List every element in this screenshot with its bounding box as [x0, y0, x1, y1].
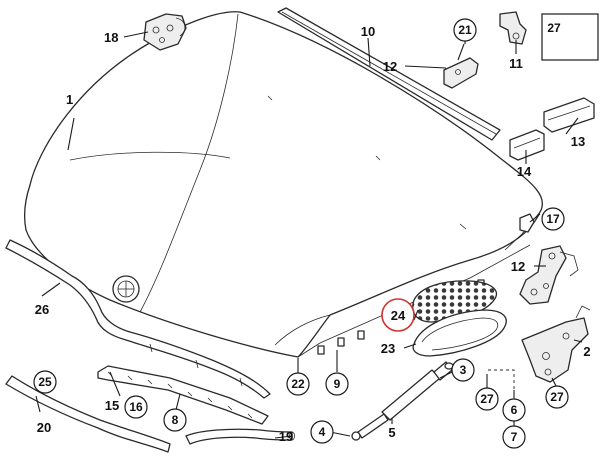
circled-callouts: 21 17 22 9 3 4 25 16 8 27 6 7 27	[33, 18, 569, 449]
callout-26[interactable]: 26	[35, 302, 49, 317]
grille-frame-part-23[interactable]	[412, 309, 507, 357]
callout-15[interactable]: 15	[105, 398, 119, 413]
callout-27-left[interactable]: 27	[480, 392, 494, 406]
callout-16[interactable]: 16	[129, 400, 143, 414]
hook-part-11[interactable]	[499, 11, 527, 45]
callout-9[interactable]: 9	[334, 377, 341, 391]
callout-1[interactable]: 1	[66, 92, 73, 107]
hood-hinge-part-12[interactable]	[519, 245, 579, 305]
seal-strip-part-10[interactable]	[277, 7, 501, 141]
callout-17[interactable]: 17	[546, 212, 560, 226]
seal-part-26[interactable]	[5, 239, 271, 399]
lock-bracket-part-18[interactable]	[143, 13, 187, 51]
callout-23[interactable]: 23	[381, 341, 395, 356]
callout-12-hinge[interactable]: 12	[511, 259, 525, 274]
highlighted-callout-24: 24	[381, 298, 415, 332]
callout-7[interactable]: 7	[511, 430, 518, 444]
end-cap-part-13[interactable]	[543, 97, 595, 133]
callout-21[interactable]: 21	[458, 23, 472, 37]
strip-part-20[interactable]	[5, 375, 171, 453]
callout-27-top[interactable]: 27	[547, 21, 561, 35]
seal-carrier-part-15-8[interactable]	[97, 365, 269, 425]
callout-14[interactable]: 14	[517, 164, 532, 179]
hinge-bracket-part-2[interactable]	[521, 305, 591, 383]
callout-10[interactable]: 10	[361, 24, 375, 39]
callout-18[interactable]: 18	[104, 30, 118, 45]
callout-12-top[interactable]: 12	[383, 59, 397, 74]
callout-2[interactable]: 2	[583, 344, 590, 359]
callout-20[interactable]: 20	[37, 420, 51, 435]
callout-5[interactable]: 5	[388, 425, 395, 440]
callout-3[interactable]: 3	[460, 363, 467, 377]
gas-spring-part-5[interactable]	[351, 361, 454, 441]
retainer-part-17[interactable]	[519, 213, 535, 233]
hood-panel[interactable]	[23, 11, 544, 358]
callout-19[interactable]: 19	[279, 429, 293, 444]
end-cap-part-14[interactable]	[509, 129, 545, 161]
callout-13[interactable]: 13	[571, 134, 585, 149]
boxed-callout-27: 27	[541, 13, 599, 61]
callout-25[interactable]: 25	[38, 375, 52, 389]
callout-24[interactable]: 24	[391, 308, 406, 323]
callout-22[interactable]: 22	[291, 377, 305, 391]
bracket-part-12-top[interactable]	[443, 57, 479, 89]
tube-part-19[interactable]	[185, 428, 295, 445]
callout-11[interactable]: 11	[509, 56, 523, 71]
callout-4[interactable]: 4	[319, 425, 326, 439]
callout-6[interactable]: 6	[511, 403, 518, 417]
hood-emblem-icon	[112, 275, 140, 303]
callout-labels: 18 1 10 12 11 13 14 12 2 26 23 5 15 19 2…	[35, 24, 591, 444]
callout-27-right[interactable]: 27	[550, 390, 564, 404]
callout-8[interactable]: 8	[172, 413, 179, 427]
